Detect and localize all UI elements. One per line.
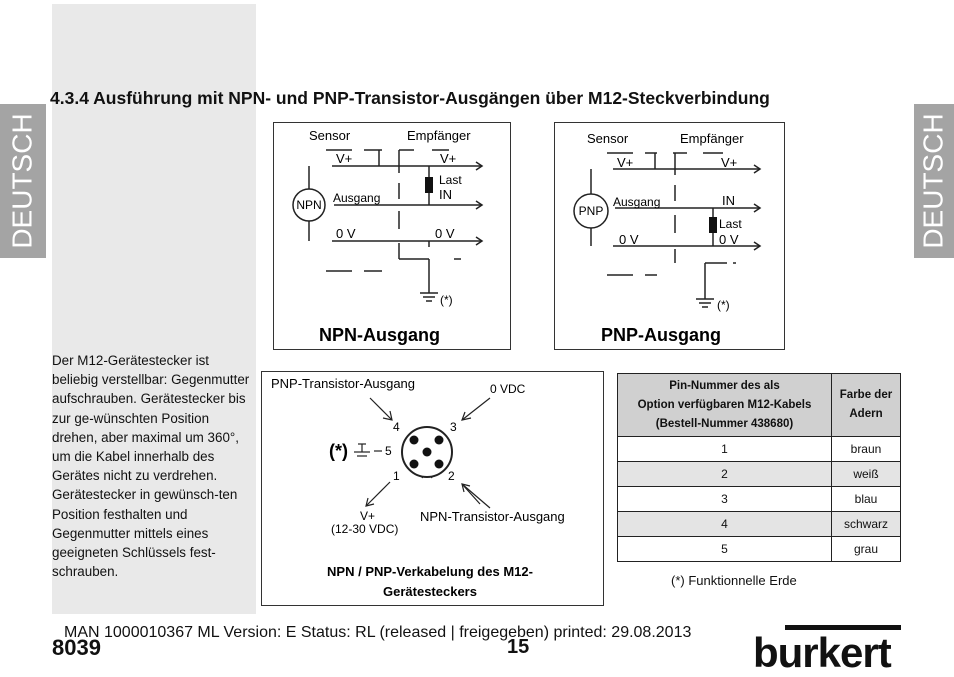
vplus-left: V+ xyxy=(336,151,352,166)
pnp-circuit: Sensor Empfänger xyxy=(573,131,762,345)
brand-bar xyxy=(785,625,901,630)
in-label: IN xyxy=(722,193,735,208)
color-cell: grau xyxy=(831,536,901,562)
color-cell: braun xyxy=(831,436,901,462)
color-cell: weiß xyxy=(831,461,901,487)
color-cell: blau xyxy=(831,486,901,512)
vplus-left: V+ xyxy=(617,155,633,170)
header-color: Farbe der Adern xyxy=(831,373,901,437)
ground-note: (*) xyxy=(717,298,730,312)
pnp-label: PNP xyxy=(579,204,604,218)
pin-color-table: Pin-Nummer des als Option verfügbaren M1… xyxy=(617,373,901,562)
table-row: 3 blau xyxy=(617,486,901,512)
pin-cell: 2 xyxy=(617,461,832,487)
language-tab-left: DEUTSCH xyxy=(0,104,46,258)
sensor-label: Sensor xyxy=(587,131,629,146)
receiver-label: Empfänger xyxy=(680,131,744,146)
page-number: 8039 xyxy=(52,635,101,660)
language-tab-label: DEUTSCH xyxy=(7,113,38,249)
caption-line-1: NPN / PNP-Verkabelung des M12- xyxy=(327,564,533,579)
pin-cell: 4 xyxy=(617,511,832,537)
output-label: Ausgang xyxy=(613,195,660,209)
pnp-symbol xyxy=(573,193,609,229)
receiver-label: Empfänger xyxy=(407,128,471,143)
load-label: Last xyxy=(719,217,742,231)
pnp-output-label: PNP-Transistor-Ausgang xyxy=(271,376,415,391)
pin-2-label: 2 xyxy=(448,469,455,483)
language-tab-right: DEUTSCH xyxy=(914,104,954,258)
pin-1-label: 1 xyxy=(393,469,400,483)
zero-right: 0 V xyxy=(435,226,455,241)
header-pin: Pin-Nummer des als Option verfügbaren M1… xyxy=(617,373,832,437)
npn-output-label: NPN-Transistor-Ausgang xyxy=(420,509,565,524)
pin-cell: 3 xyxy=(617,486,832,512)
vplus-label: V+ xyxy=(360,509,375,523)
zero-left: 0 V xyxy=(336,226,356,241)
pin-4-label: 4 xyxy=(393,420,400,434)
load-resistor xyxy=(709,217,717,233)
ground-mark: (*) xyxy=(329,441,348,461)
vplus-right: V+ xyxy=(440,151,456,166)
load-label: Last xyxy=(439,173,462,187)
pnp-diagram: Sensor Empfänger xyxy=(554,122,785,350)
npn-diagram: Sensor Empfänger xyxy=(273,122,511,350)
margin-column xyxy=(52,4,256,614)
pin-1 xyxy=(409,459,419,469)
pin-3-label: 3 xyxy=(450,420,457,434)
brand-logo: burkert xyxy=(753,629,892,676)
sensor-label: Sensor xyxy=(309,128,351,143)
vplus-right: V+ xyxy=(721,155,737,170)
pin-3 xyxy=(434,435,444,445)
color-cell: schwarz xyxy=(831,511,901,537)
connector-diagram: PNP-Transistor-Ausgang 0 VDC 4 xyxy=(261,371,604,606)
table-row: 5 grau xyxy=(617,536,901,562)
page-center-number: 15 xyxy=(507,636,530,658)
table-row: 1 braun xyxy=(617,436,901,462)
diagram-title: PNP-Ausgang xyxy=(601,325,721,345)
npn-label: NPN xyxy=(296,198,321,212)
table-row: 2 weiß xyxy=(617,461,901,487)
pin-cell: 5 xyxy=(617,536,832,562)
vplus-range: (12-30 VDC) xyxy=(331,522,398,536)
pin-cell: 1 xyxy=(617,436,832,462)
zero-left: 0 V xyxy=(619,232,639,247)
caption-line-2: Gerätesteckers xyxy=(383,584,477,599)
npn-circuit: Sensor Empfänger xyxy=(292,128,484,345)
output-label: Ausgang xyxy=(333,191,380,205)
diagram-title: NPN-Ausgang xyxy=(319,325,440,345)
section-heading: 4.3.4 Ausführung mit NPN- und PNP-Transi… xyxy=(50,88,770,108)
pin-5-label: 5 xyxy=(385,444,392,458)
zero-vdc-label: 0 VDC xyxy=(490,382,526,396)
ground-note: (*) xyxy=(440,293,453,307)
load-resistor xyxy=(425,177,433,193)
pin-5 xyxy=(422,447,432,457)
m12-connector: PNP-Transistor-Ausgang 0 VDC 4 xyxy=(271,376,565,599)
side-instructions: Der M12-Gerätestecker ist beliebig verst… xyxy=(52,353,250,580)
language-tab-label: DEUTSCH xyxy=(918,113,949,249)
footer-document-info: MAN 1000010367 ML Version: E Status: RL … xyxy=(64,624,692,641)
zero-right: 0 V xyxy=(719,232,739,247)
in-label: IN xyxy=(439,187,452,202)
footnote: (*) Funktionnelle Erde xyxy=(671,573,797,588)
table-row: 4 schwarz xyxy=(617,511,901,537)
table-header-row: Pin-Nummer des als Option verfügbaren M1… xyxy=(617,373,901,437)
pin-2 xyxy=(434,459,444,469)
npn-symbol xyxy=(292,188,326,222)
pin-4 xyxy=(409,435,419,445)
